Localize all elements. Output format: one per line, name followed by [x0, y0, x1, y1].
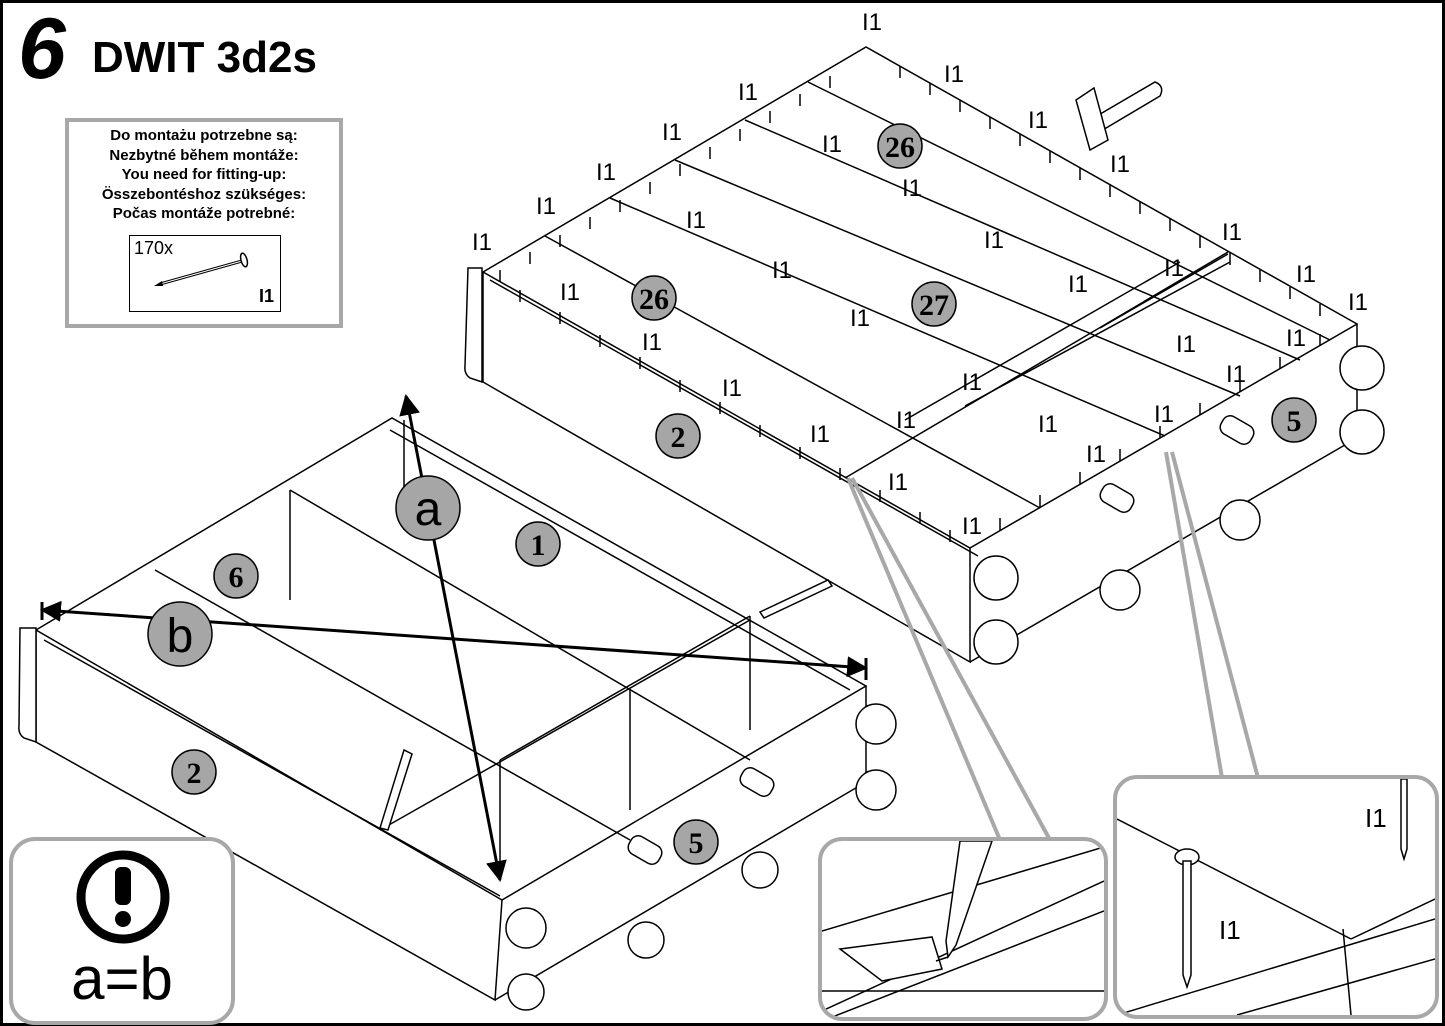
warning-box: a=b — [9, 837, 235, 1025]
requirement-line-en: You need for fitting-up: — [121, 166, 287, 183]
nail-detail: I1 I1 — [1117, 779, 1435, 1015]
requirement-line-sk: Počas montáže potrebné: — [112, 205, 296, 222]
requirement-line-pl: Do montażu potrzebne są: — [110, 127, 298, 144]
step-title: DWIT 3d2s — [92, 33, 317, 82]
zoom-detail-pencil — [818, 837, 1108, 1021]
exclamation-circle-icon — [76, 850, 170, 944]
nail-quantity: 170x — [134, 238, 174, 258]
nail-label-side: I1 — [1219, 915, 1241, 945]
nail-requirement-box: 170x I1 — [129, 235, 281, 312]
requirement-line-hu: Összebontéshoz szükséges: — [101, 185, 307, 203]
zoom-detail-nail: I1 I1 — [1113, 775, 1439, 1019]
nail-code: I1 — [258, 286, 274, 306]
requirements-text: Do montażu potrzebne są: Nezbytné během … — [69, 126, 339, 224]
nail-icon — [154, 252, 249, 286]
requirement-line-cz: Nezbytné během montáže: — [109, 146, 299, 164]
pencil-marking-detail — [822, 841, 1104, 1017]
step-number: 6 — [18, 1, 66, 97]
nail-label-top: I1 — [1365, 803, 1387, 833]
warning-text: a=b — [71, 945, 173, 1012]
requirements-box: Do montażu potrzebne są: Nezbytné během … — [65, 118, 343, 328]
